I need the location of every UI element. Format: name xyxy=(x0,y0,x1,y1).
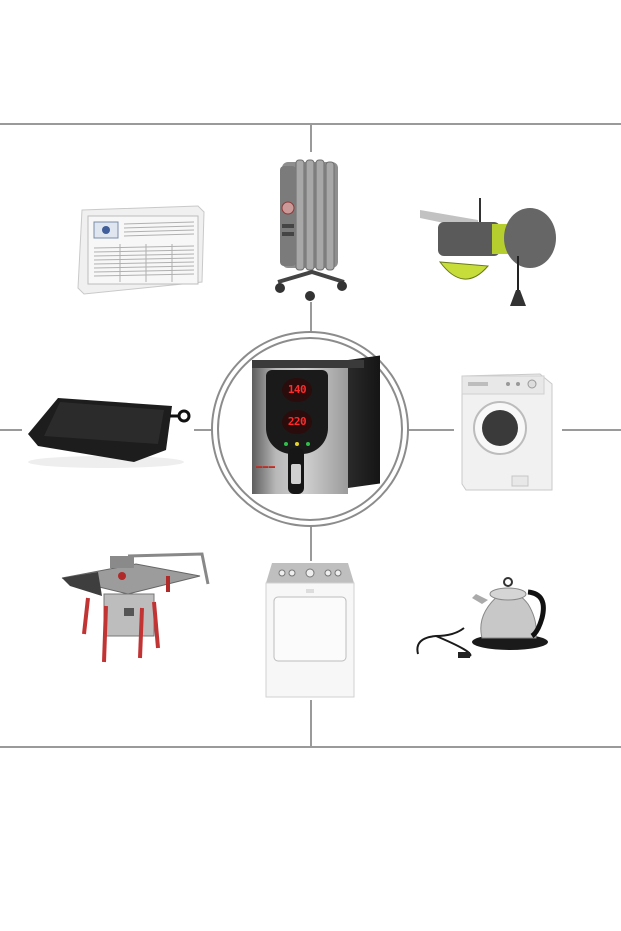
oil-radiator-heater-icon xyxy=(275,159,347,301)
led-green-2 xyxy=(306,442,310,446)
horizontal-divider-right xyxy=(408,429,454,431)
electric-kettle-icon xyxy=(416,577,548,658)
garage-door-opener-icon xyxy=(420,198,556,306)
input-voltage-display: 140 xyxy=(282,378,312,402)
output-voltage-display: 220 xyxy=(282,410,312,434)
stabilizer-side xyxy=(348,355,380,488)
horizontal-divider-left xyxy=(194,429,212,431)
brand-logo: ▬▬▬ xyxy=(256,464,276,470)
vertical-divider-upper xyxy=(310,302,312,333)
vertical-divider-lower xyxy=(310,525,312,561)
vertical-divider-bottom xyxy=(310,700,312,746)
electric-griddle-icon xyxy=(28,398,191,468)
led-yellow xyxy=(295,442,299,446)
table-saw-icon xyxy=(61,552,210,663)
washing-machine-icon xyxy=(461,373,553,491)
horizontal-divider-far-right xyxy=(562,429,621,431)
clothes-dryer-icon xyxy=(265,563,355,698)
led-green-1 xyxy=(284,442,288,446)
power-switch xyxy=(291,464,301,484)
outer-ring xyxy=(211,331,409,527)
stabilizer-top xyxy=(252,360,364,368)
air-conditioner-icon xyxy=(77,205,205,295)
horizontal-divider-far-left xyxy=(0,429,22,431)
stabilizer-control-panel: 140 220 xyxy=(266,370,328,454)
bottom-divider xyxy=(0,746,621,748)
vertical-divider-top xyxy=(310,124,312,152)
voltage-stabilizer: 140 220 ▬▬▬ xyxy=(252,355,380,494)
